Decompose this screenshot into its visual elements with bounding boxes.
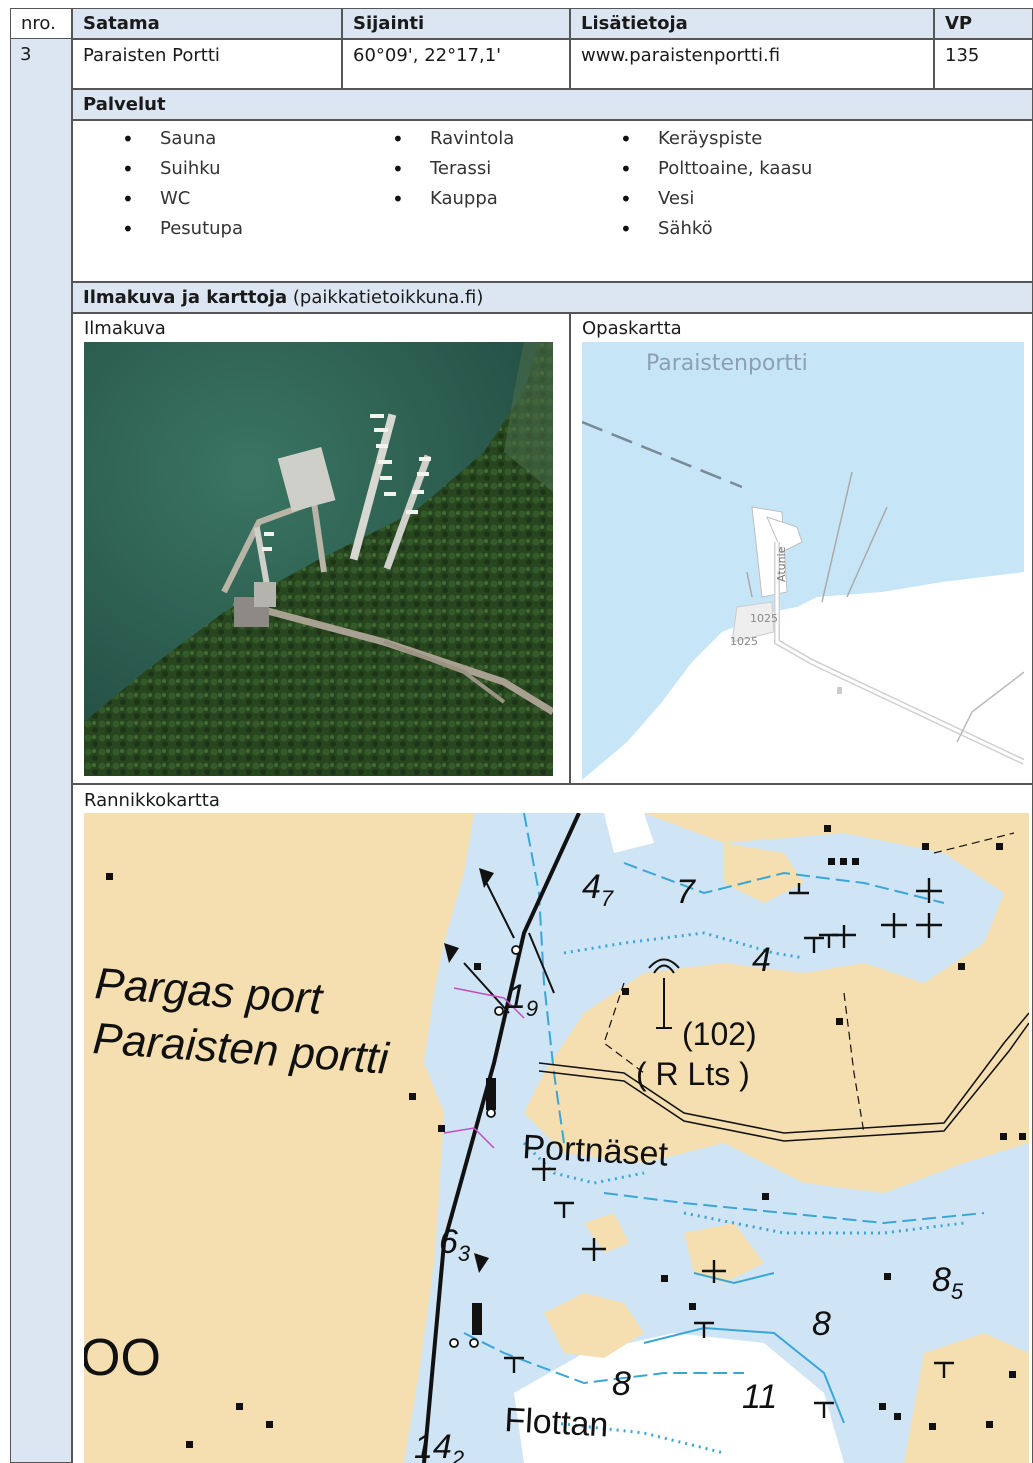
- service-item: Suihku: [84, 154, 243, 184]
- service-item: Pesutupa: [84, 214, 243, 244]
- services-column-3: KeräyspistePolttoaine, kaasuVesiSähkö: [582, 124, 812, 244]
- chart-big-oo: OO: [84, 1329, 161, 1387]
- service-item: Keräyspiste: [582, 124, 812, 154]
- service-item: Sähkö: [582, 214, 812, 244]
- header-lisatietoja: Lisätietoja: [570, 8, 934, 39]
- guide-num-a: 1025: [750, 612, 778, 625]
- service-item: Vesi: [582, 184, 812, 214]
- depth-sounding: 8: [612, 1365, 631, 1403]
- aerial-label: Ilmakuva: [84, 318, 166, 339]
- depth-sounding: 8: [812, 1305, 831, 1343]
- coastal-label: Rannikkokartta: [84, 790, 220, 811]
- depth-sounding: 11: [742, 1378, 777, 1416]
- guide-map: Paraistenportti Atunie 1025 1025: [582, 342, 1024, 780]
- service-item: Polttoaine, kaasu: [582, 154, 812, 184]
- depth-sounding: 7: [676, 873, 696, 911]
- chart-light-height: (102): [682, 1016, 757, 1052]
- service-item: WC: [84, 184, 243, 214]
- row-nro: 3: [20, 44, 32, 65]
- services-column-1: SaunaSuihkuWCPesutupa: [84, 124, 243, 244]
- guide-num-b: 1025: [730, 635, 758, 648]
- depth-sounding: 47: [582, 868, 614, 911]
- nro-column: [10, 8, 72, 1463]
- chart-flottan: Flottan: [504, 1401, 610, 1444]
- row-vp: 135: [934, 39, 1033, 89]
- aerial-photo: [84, 342, 553, 776]
- service-item: Ravintola: [354, 124, 514, 154]
- chart-portnaset: Portnäset: [522, 1128, 670, 1174]
- header-vp: VP: [934, 8, 1033, 39]
- header-nro: nro.: [10, 8, 72, 39]
- coastal-chart: Pargas port Paraisten portti Portnäset F…: [84, 813, 1029, 1463]
- depth-sounding: 4: [752, 941, 771, 979]
- chart-light-code: ( R Lts ): [636, 1056, 750, 1092]
- row-website-link[interactable]: www.paraistenportti.fi: [570, 39, 934, 89]
- guide-label: Opaskartta: [582, 318, 682, 339]
- maps-section-title: Ilmakuva ja karttoja (paikkatietoikkuna.…: [72, 282, 1033, 313]
- maps-source: (paikkatietoikkuna.fi): [287, 287, 484, 308]
- service-item: Sauna: [84, 124, 243, 154]
- row-sijainti: 60°09', 22°17,1': [342, 39, 570, 89]
- maps-title: Ilmakuva ja karttoja: [83, 287, 288, 308]
- guide-place-label: Paraistenportti: [646, 351, 808, 376]
- service-item: Kauppa: [354, 184, 514, 214]
- services-column-2: RavintolaTerassiKauppa: [354, 124, 514, 214]
- row-satama: Paraisten Portti: [72, 39, 342, 89]
- palvelut-title: Palvelut: [72, 89, 1033, 120]
- depth-sounding: 63: [439, 1223, 471, 1266]
- header-satama: Satama: [72, 8, 342, 39]
- service-item: Terassi: [354, 154, 514, 184]
- header-sijainti: Sijainti: [342, 8, 570, 39]
- guide-road-label: Atunie: [775, 546, 788, 582]
